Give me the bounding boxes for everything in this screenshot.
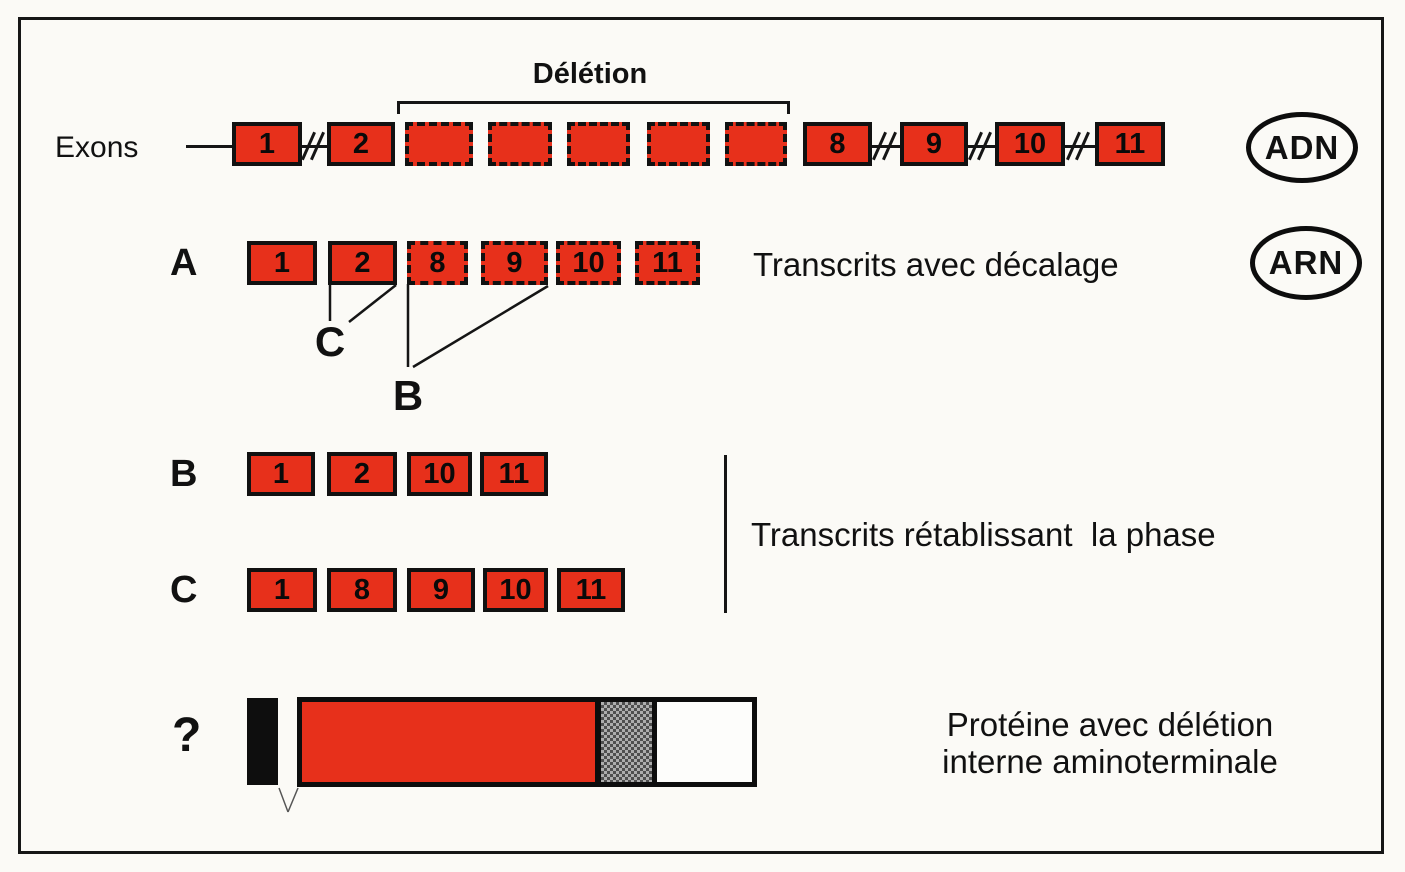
deletion-title: Délétion [532,58,648,90]
dna-exon-deleted-6 [647,122,710,166]
row-label-c: C [170,569,198,611]
transcript-c-exon-1: 1 [247,568,317,612]
dna-exon-11: 11 [1095,122,1165,166]
transcript-a-exon-8: 8 [407,241,468,285]
exon-label: 9 [432,573,450,606]
adn-badge: ADN [1246,112,1358,183]
transcript-a-exon-10: 10 [556,241,621,285]
transcript-a-caption: Transcrits avec décalage [753,246,1119,283]
exon-label: 11 [652,246,683,279]
row-label-a: A [170,242,198,284]
amino-terminal-black-segment [247,698,278,785]
exons-label: Exons [55,131,139,164]
exon-label: 10 [499,573,532,606]
transcript-b-exon-11: 11 [480,452,548,496]
dna-exon-8: 8 [803,122,872,166]
exon-label: 1 [258,127,276,160]
exon-label: 1 [273,573,291,606]
transcript-a-exon-11: 11 [635,241,700,285]
arn-badge-label: ARN [1268,244,1344,281]
protein-caption-line2: interne aminoterminale [942,743,1278,780]
transcripts-bc-separator-line [724,455,727,613]
transcript-b-exon-2: 2 [327,452,397,496]
transcript-c-exon-8: 8 [327,568,397,612]
transcript-b-exon-1: 1 [247,452,315,496]
exon-label: 10 [1013,127,1047,160]
transcript-b-exon-10: 10 [407,452,472,496]
transcript-c-exon-10: 10 [483,568,548,612]
exon-label: 11 [498,457,530,490]
dna-break-line [872,145,900,148]
splice-label-c: C [314,318,346,365]
exon-label: 8 [429,246,446,279]
exon-label: 8 [829,127,846,160]
transcript-a-exon-2: 2 [328,241,397,285]
exon-label: 2 [352,127,370,160]
transcripts-bc-caption: Transcrits rétablissant la phase [751,516,1216,553]
exon-label: 1 [273,246,291,279]
hatched-gray-segment [595,702,657,782]
exon-label: 10 [572,246,605,279]
exon-label: 2 [353,457,371,490]
protein-caption: Protéine avec délétion interne aminoterm… [900,706,1320,780]
row-label-b: B [170,453,198,495]
transcript-a-exon-1: 1 [247,241,317,285]
exon-label: 8 [353,573,371,606]
dna-exon-1: 1 [232,122,302,166]
figure-frame [18,17,1384,854]
protein-bar [297,697,757,787]
dna-exon-2: 2 [327,122,395,166]
transcript-c-exon-11: 11 [557,568,625,612]
arn-badge: ARN [1250,226,1362,300]
exon-label: 9 [925,127,943,160]
splice-label-b: B [392,372,424,419]
exon-label: 9 [506,246,523,279]
dna-exon-deleted-3 [405,122,473,166]
dna-exon-deleted-7 [725,122,787,166]
main-red-segment [302,702,595,782]
protein-row-label: ? [172,709,202,762]
exon-label: 11 [575,573,607,606]
deletion-bracket [397,101,790,114]
adn-badge-label: ADN [1264,128,1340,166]
dna-exon-10: 10 [995,122,1065,166]
dna-exon-deleted-5 [567,122,630,166]
exon-label: 1 [272,457,290,490]
transcript-c-exon-9: 9 [407,568,475,612]
exon-label: 10 [423,457,456,490]
dna-exon-9: 9 [900,122,968,166]
transcript-a-exon-9: 9 [481,241,548,285]
dna-exon-deleted-4 [488,122,552,166]
protein-caption-line1: Protéine avec délétion [946,706,1274,743]
exon-label: 2 [354,246,371,279]
exon-label: 11 [1114,127,1146,160]
exons-leader-line [186,145,232,148]
carboxy-white-segment [657,702,752,782]
